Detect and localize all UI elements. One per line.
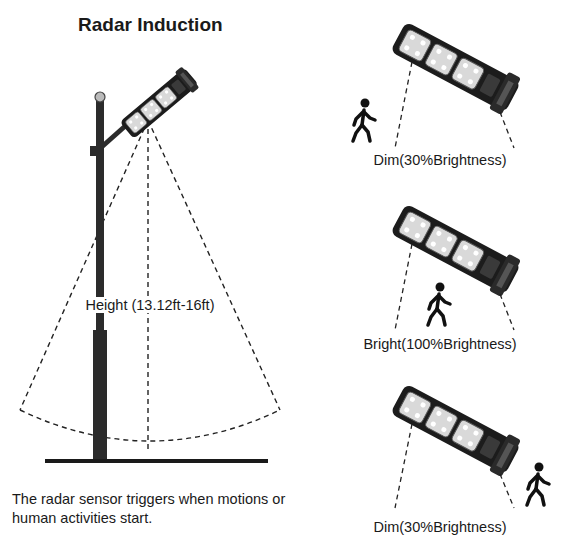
state-label: Dim(30%Brightness) [374, 519, 507, 535]
state-label: Bright(100%Brightness) [363, 336, 516, 352]
diagram-title: Radar Induction [78, 14, 223, 36]
caption-note: The radar sensor triggers when motions o… [12, 490, 297, 528]
height-dimension: Height (13.12ft-16ft) [84, 297, 217, 313]
state-label: Dim(30%Brightness) [374, 152, 507, 168]
